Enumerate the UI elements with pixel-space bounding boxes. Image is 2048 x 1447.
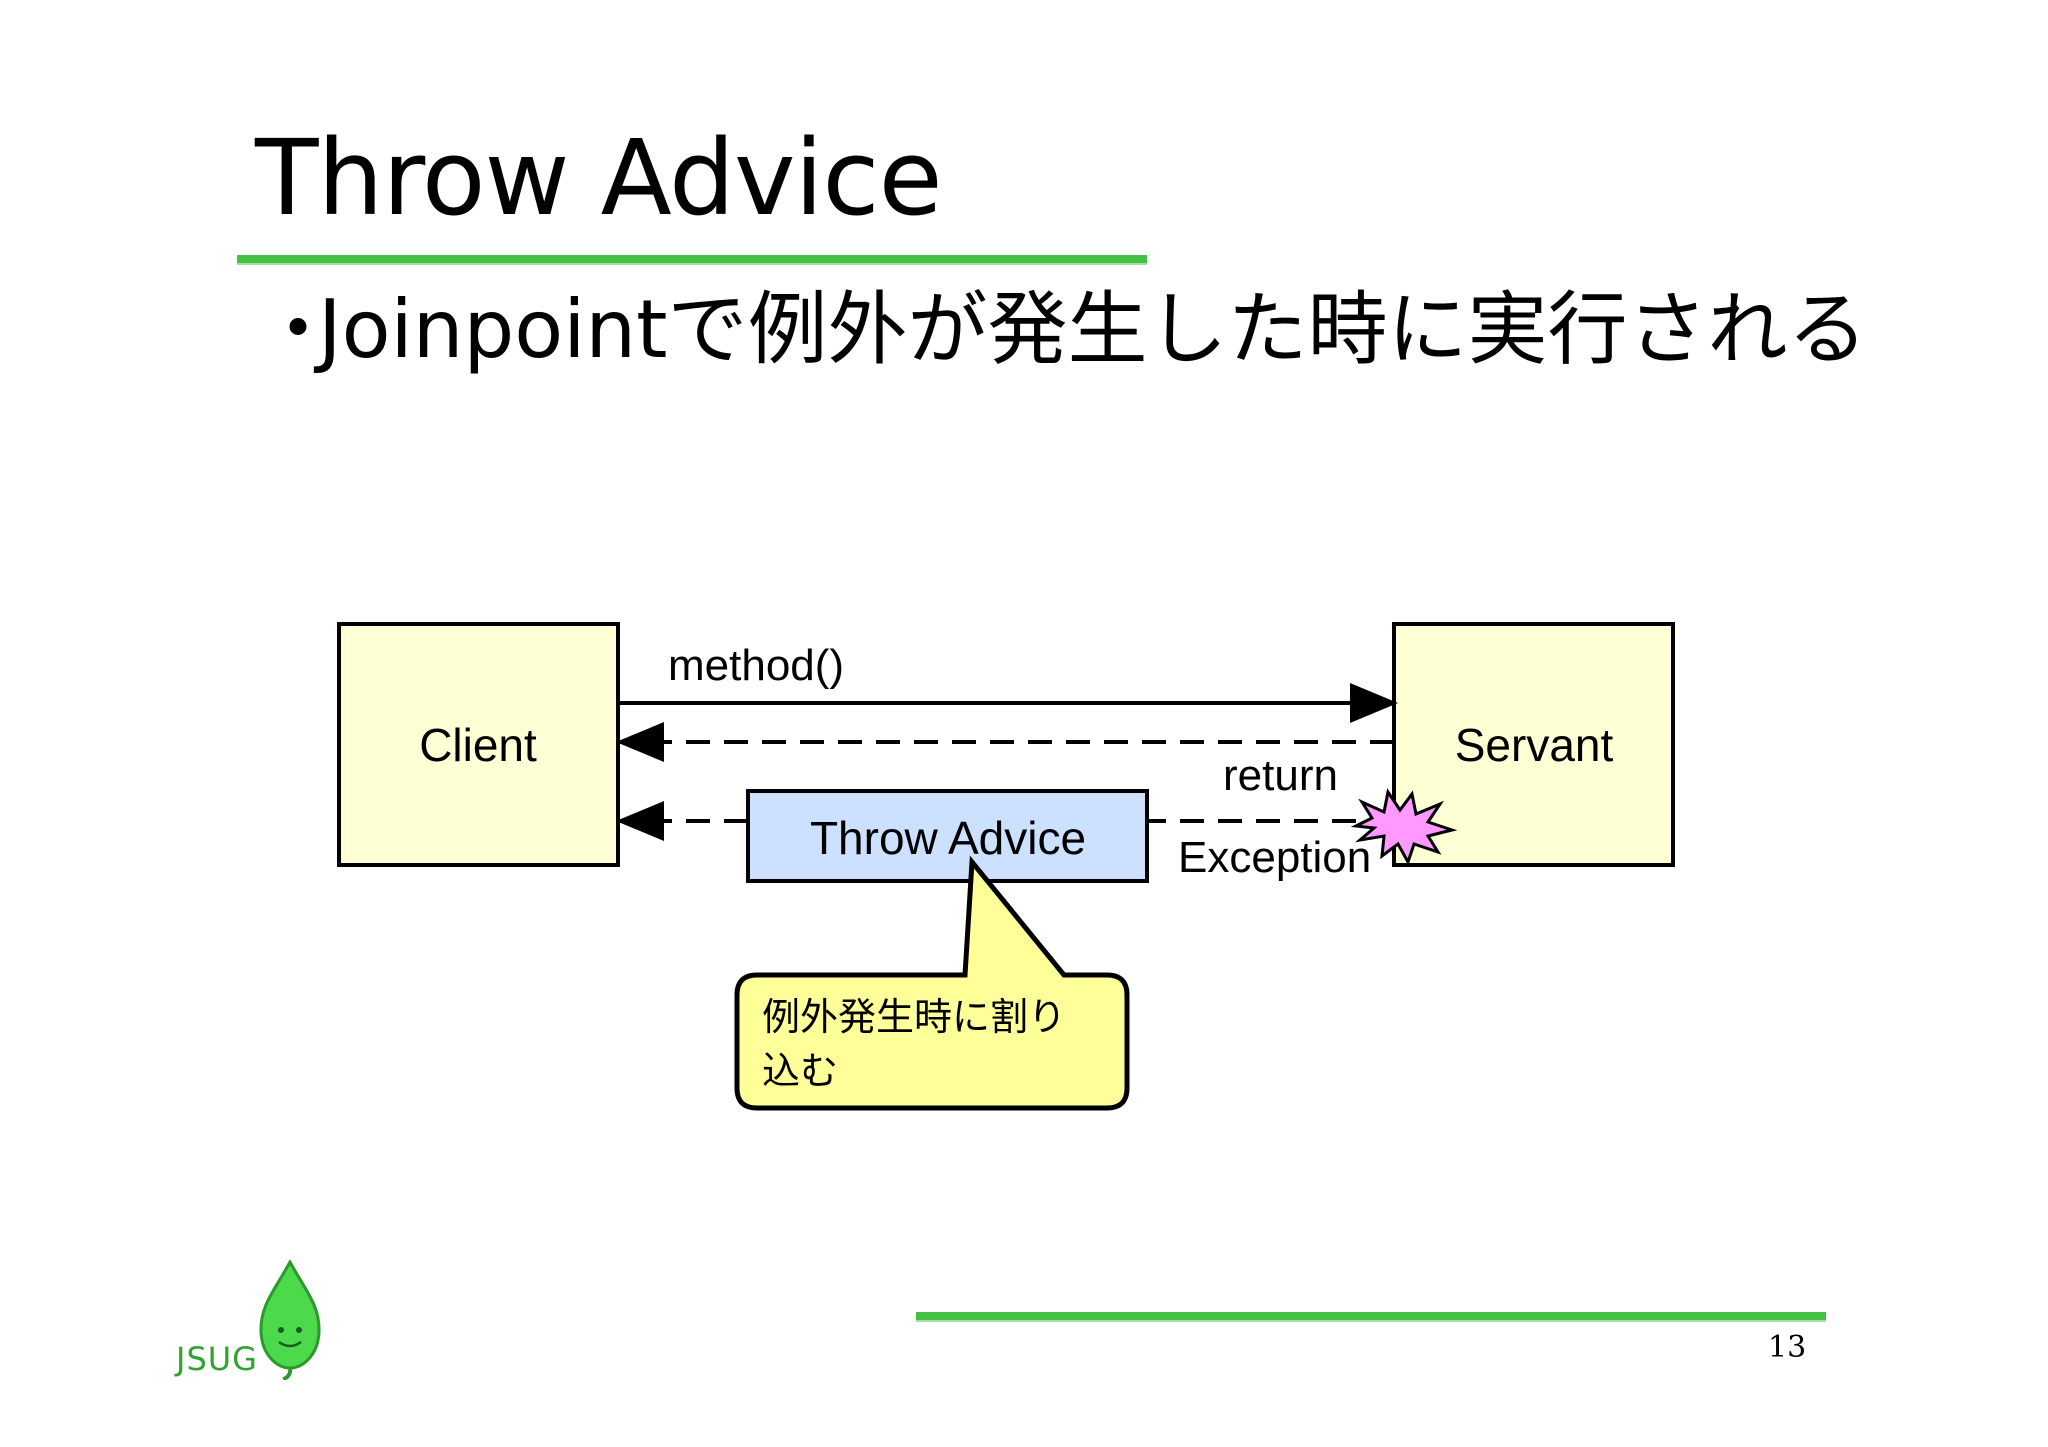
callout-bubble [734, 855, 1130, 1111]
client-label: Client [419, 719, 537, 771]
throw-advice-box [746, 789, 1149, 883]
exception-label: Exception [1178, 833, 1371, 882]
return-label: return [1223, 751, 1338, 800]
page-number: 13 [1768, 1330, 1807, 1365]
bullet-item: ・Joinpointで例外が発生した時に実行される [258, 282, 1868, 378]
callout-text: 例外発生時に割り 込む [762, 995, 1067, 1093]
client-box [337, 622, 620, 867]
method-label: method() [668, 641, 844, 690]
logo-text: JSUG [176, 1340, 258, 1378]
footer-rule [916, 1312, 1826, 1322]
bullet-text: Joinpointで例外が発生した時に実行される [318, 283, 1868, 376]
slide-title: Throw Advice [255, 117, 943, 239]
throw-advice-label: Throw Advice [810, 812, 1086, 864]
leaf-mascot-icon [259, 1260, 321, 1380]
servant-label: Servant [1455, 719, 1614, 771]
title-underline [237, 255, 1147, 265]
exception-burst-icon [1350, 788, 1458, 866]
